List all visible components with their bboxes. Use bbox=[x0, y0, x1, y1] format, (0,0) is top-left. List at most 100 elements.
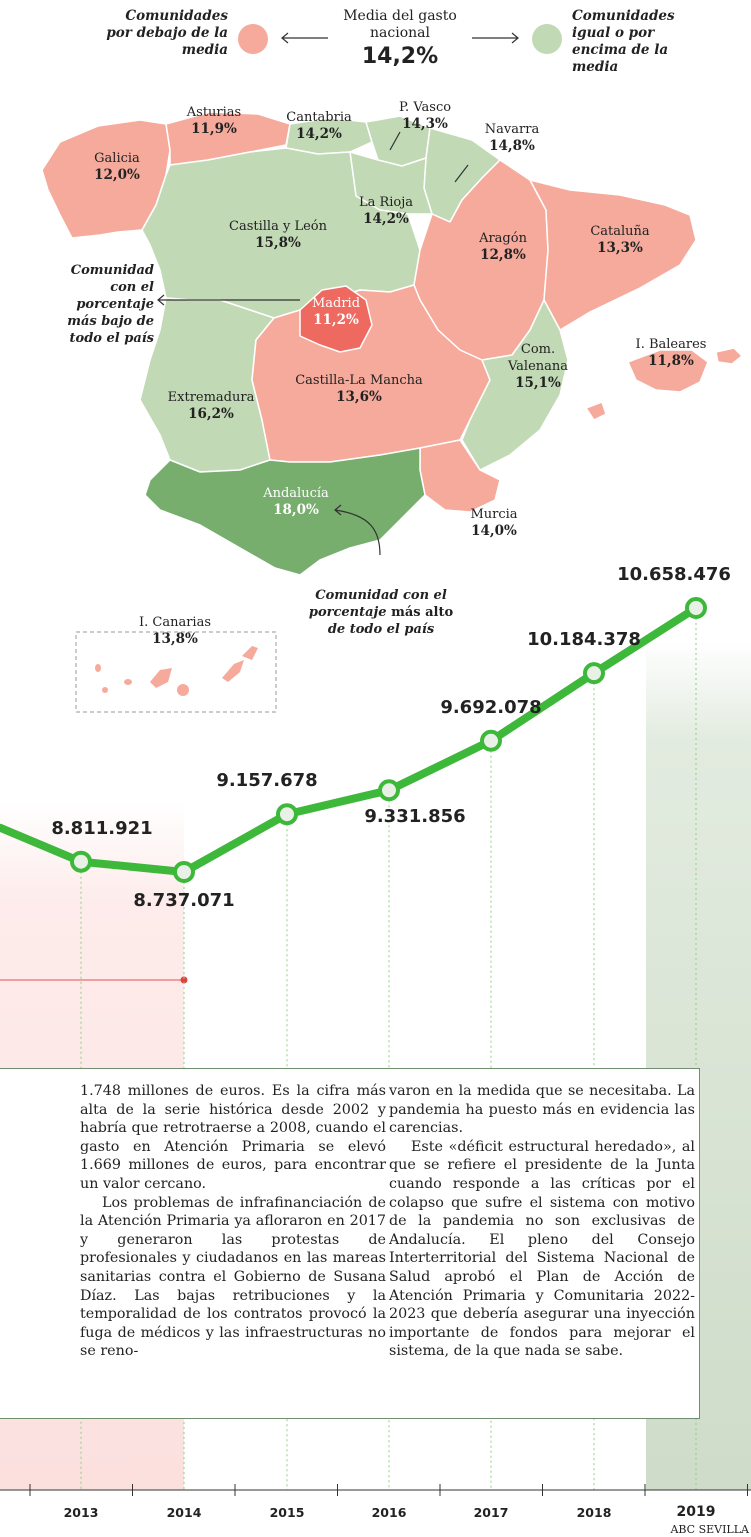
region-name: P. Vasco bbox=[398, 100, 452, 115]
data-point bbox=[480, 729, 502, 752]
region-value: 13,3% bbox=[597, 240, 643, 256]
arrow-legend-left bbox=[281, 32, 328, 44]
region-value: 11,9% bbox=[191, 121, 237, 137]
note-highest-emphasis: más alto bbox=[391, 605, 454, 620]
region-name: Cataluña bbox=[590, 224, 650, 239]
region-andalucia bbox=[144, 447, 426, 576]
pointer-navarra bbox=[454, 164, 469, 183]
region-name: Asturias bbox=[186, 105, 242, 120]
region-name: Galicia bbox=[94, 151, 140, 166]
article-column-2: varon en la medida que se necesitaba. La… bbox=[389, 1082, 695, 1361]
arrow-lowest bbox=[157, 294, 300, 306]
spain-map bbox=[41, 32, 743, 713]
region-valencia bbox=[461, 299, 569, 471]
region-value: 14,3% bbox=[402, 116, 448, 132]
value-label: 10.184.378 bbox=[527, 629, 641, 651]
region-value: 11,2% bbox=[313, 312, 359, 328]
region-asturias bbox=[165, 111, 291, 166]
note-highest-part1: Comunidad con el porcentaje bbox=[308, 588, 447, 620]
value-label: 8.737.071 bbox=[133, 890, 235, 911]
region-name: Com. Valenana bbox=[507, 342, 569, 374]
year-label: 2016 bbox=[371, 1505, 407, 1520]
value-label: 9.692.078 bbox=[440, 696, 542, 718]
value-label: 8.811.921 bbox=[51, 817, 153, 839]
region-value: 15,1% bbox=[515, 375, 561, 391]
value-label: 9.331.856 bbox=[364, 806, 466, 828]
year-label: 2017 bbox=[473, 1505, 509, 1520]
legend-above-label: Comunidades igual o por encima de la med… bbox=[572, 8, 675, 75]
region-name: Andalucía bbox=[263, 486, 329, 501]
region-cataluna bbox=[529, 179, 697, 331]
year-label: 2018 bbox=[576, 1505, 612, 1520]
legend-below-label: Comunidades por debajo de la media bbox=[106, 8, 228, 58]
data-point bbox=[583, 662, 605, 685]
legend-average-value: 14,2% bbox=[361, 44, 439, 69]
year-label: 2019 bbox=[676, 1504, 716, 1520]
region-name: I. Canarias bbox=[138, 615, 212, 630]
region-value: 18,0% bbox=[273, 502, 319, 518]
note-highest: Comunidad con el porcentaje más alto de … bbox=[302, 587, 460, 638]
region-baleares-menorca bbox=[715, 347, 743, 365]
article-paragraph: Este «déficit estructural heredado», al … bbox=[389, 1138, 695, 1360]
canarias-inset bbox=[75, 631, 277, 713]
region-value: 15,8% bbox=[255, 235, 301, 251]
article-paragraph: 1.748 millones de euros. Es la cifra más… bbox=[80, 1083, 386, 1192]
data-point bbox=[70, 850, 92, 873]
arrow-legend-right bbox=[472, 32, 519, 44]
legend-average: Media del gasto nacional 14,2% bbox=[330, 8, 470, 69]
region-value: 14,2% bbox=[296, 126, 342, 142]
note-lowest: Comunidad con el porcentaje más bajo de … bbox=[67, 263, 154, 346]
legend-below-swatch bbox=[238, 24, 268, 54]
region-value: 12,8% bbox=[480, 247, 526, 263]
region-name: Aragón bbox=[479, 231, 527, 246]
region-value: 16,2% bbox=[188, 406, 234, 422]
region-value: 11,8% bbox=[648, 353, 694, 369]
region-baleares-mallorca bbox=[627, 349, 709, 393]
series-line bbox=[0, 604, 700, 876]
legend-center-title: Media del gasto nacional bbox=[343, 8, 457, 41]
canarias-islands bbox=[95, 646, 258, 696]
region-madrid bbox=[299, 285, 373, 353]
article-paragraph: Los problemas de infrafinanciación de la… bbox=[80, 1194, 386, 1360]
legend-above-swatch bbox=[532, 24, 562, 54]
article-column-1: 1.748 millones de euros. Es la cifra más… bbox=[80, 1082, 386, 1361]
region-name: Castilla-La Mancha bbox=[295, 373, 423, 388]
region-name: Castilla y León bbox=[229, 219, 327, 234]
region-value: 14,2% bbox=[363, 211, 409, 227]
region-value: 13,8% bbox=[152, 631, 198, 647]
data-point bbox=[173, 861, 195, 883]
note-highest-part2: de todo el país bbox=[327, 622, 435, 637]
year-label: 2014 bbox=[166, 1505, 202, 1520]
region-name: Cantabria bbox=[286, 110, 352, 125]
article-box: 1.748 millones de euros. Es la cifra más… bbox=[0, 1068, 700, 1419]
region-value: 12,0% bbox=[94, 167, 140, 183]
data-point bbox=[685, 597, 707, 619]
data-point bbox=[378, 779, 400, 802]
year-label: 2013 bbox=[63, 1505, 99, 1520]
arrow-highest bbox=[334, 504, 381, 556]
article-paragraph: varon en la medida que se necesitaba. La… bbox=[389, 1083, 695, 1137]
region-name: Extremadura bbox=[167, 390, 255, 405]
region-name: La Rioja bbox=[358, 195, 414, 210]
credit: ABC SEVILLA bbox=[670, 1523, 749, 1536]
pointer-pvasco bbox=[389, 131, 401, 151]
region-baleares-ibiza bbox=[585, 401, 607, 421]
